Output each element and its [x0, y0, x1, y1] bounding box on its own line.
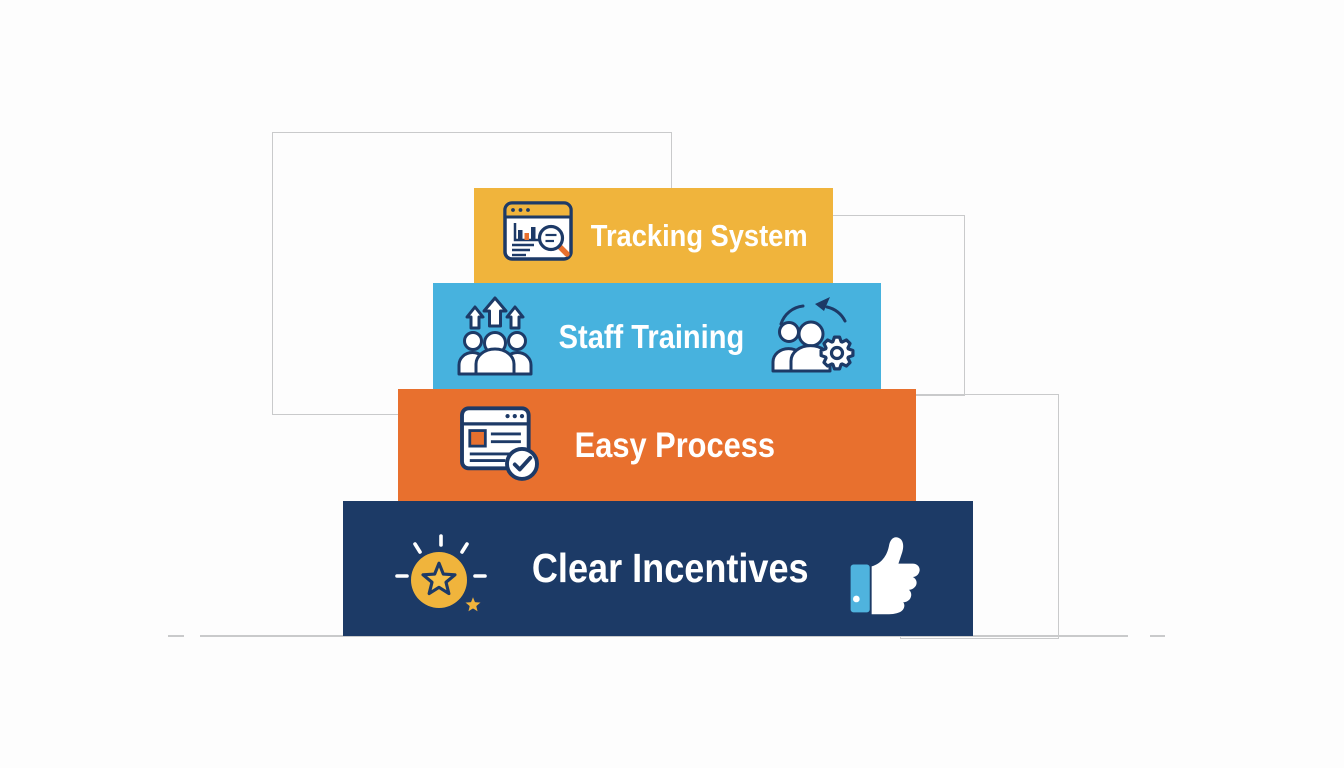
baseline-dash-left — [168, 635, 184, 637]
level-tracking-system: Tracking System — [474, 188, 833, 283]
team-gear-icon — [771, 297, 855, 373]
level-clear-incentives: Clear Incentives — [343, 501, 973, 636]
form-check-icon — [460, 406, 539, 481]
baseline-dash-right — [1150, 635, 1165, 637]
baseline — [200, 635, 1128, 637]
level-label-easy-process: Easy Process — [574, 425, 776, 465]
analytics-search-icon — [503, 200, 573, 261]
level-label-tracking-system: Tracking System — [590, 218, 808, 253]
award-star-icon — [395, 533, 487, 615]
level-label-clear-incentives: Clear Incentives — [531, 545, 809, 591]
level-label-staff-training: Staff Training — [558, 317, 744, 355]
team-growth-icon — [457, 296, 533, 376]
level-staff-training: Staff Training — [433, 283, 881, 389]
level-easy-process: Easy Process — [398, 389, 916, 501]
thumbs-up-icon — [850, 536, 920, 614]
